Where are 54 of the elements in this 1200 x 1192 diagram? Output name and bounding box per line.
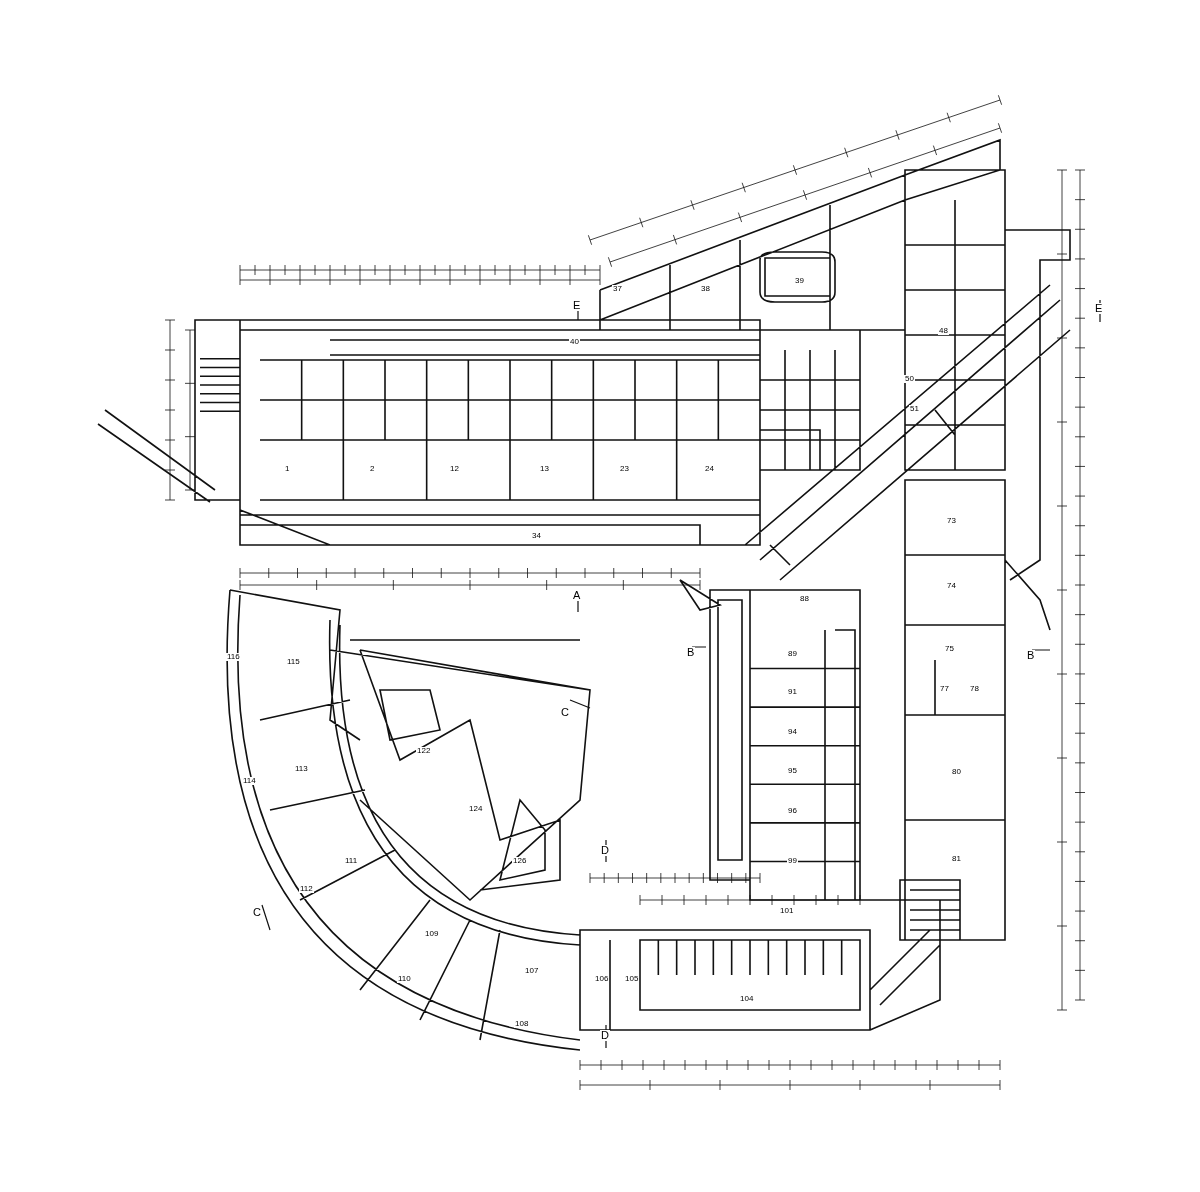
room-number: 40 (569, 338, 580, 346)
room-number: 34 (531, 532, 542, 540)
room-number: 37 (612, 285, 623, 293)
room-number: 101 (779, 907, 795, 915)
room-number: 13 (539, 465, 550, 473)
room-number: 111 (344, 857, 359, 865)
room-number: 81 (951, 855, 962, 863)
room-number: 77 (939, 685, 950, 693)
room-number: 109 (424, 930, 440, 938)
room-number: 39 (794, 277, 805, 285)
room-number: 2 (369, 465, 376, 473)
room-number: 122 (416, 747, 432, 755)
room-number: 113 (294, 765, 309, 773)
room-number: 80 (951, 768, 962, 776)
room-number: 75 (944, 645, 955, 653)
room-number: 1 (284, 465, 291, 473)
room-number: 107 (524, 967, 540, 975)
room-number: 99 (787, 857, 798, 865)
room-number: 23 (619, 465, 630, 473)
room-number: 78 (969, 685, 980, 693)
room-number: 73 (946, 517, 957, 525)
room-number: 91 (787, 688, 798, 696)
room-number: 104 (739, 995, 755, 1003)
section-marker: B (686, 647, 696, 658)
room-number: 89 (787, 650, 798, 658)
room-number: 106 (594, 975, 610, 983)
room-number: 124 (468, 805, 484, 813)
section-marker: D (600, 845, 610, 856)
room-number: 50 (904, 375, 915, 383)
section-marker: A (572, 590, 582, 601)
room-number: 95 (787, 767, 798, 775)
room-number: 126 (512, 857, 528, 865)
section-marker: C (252, 907, 262, 918)
room-number: 96 (787, 807, 798, 815)
room-number: 115 (286, 658, 301, 666)
room-number: 105 (624, 975, 640, 983)
room-number: 24 (704, 465, 715, 473)
room-number: 116 (226, 653, 241, 661)
room-number: 12 (449, 465, 460, 473)
section-marker: D (600, 1030, 610, 1041)
room-number: 48 (938, 327, 949, 335)
section-marker: E (1094, 303, 1104, 314)
room-number: 94 (787, 728, 798, 736)
room-number: 112 (299, 885, 314, 893)
room-number: 51 (909, 405, 920, 413)
room-number: 108 (514, 1020, 530, 1028)
room-number: 74 (946, 582, 957, 590)
room-number: 110 (397, 975, 412, 983)
section-marker: E (572, 300, 582, 311)
room-number: 38 (700, 285, 711, 293)
section-marker: B (1026, 650, 1036, 661)
section-marker: C (560, 707, 570, 718)
room-number: 114 (242, 777, 257, 785)
room-number: 88 (799, 595, 810, 603)
